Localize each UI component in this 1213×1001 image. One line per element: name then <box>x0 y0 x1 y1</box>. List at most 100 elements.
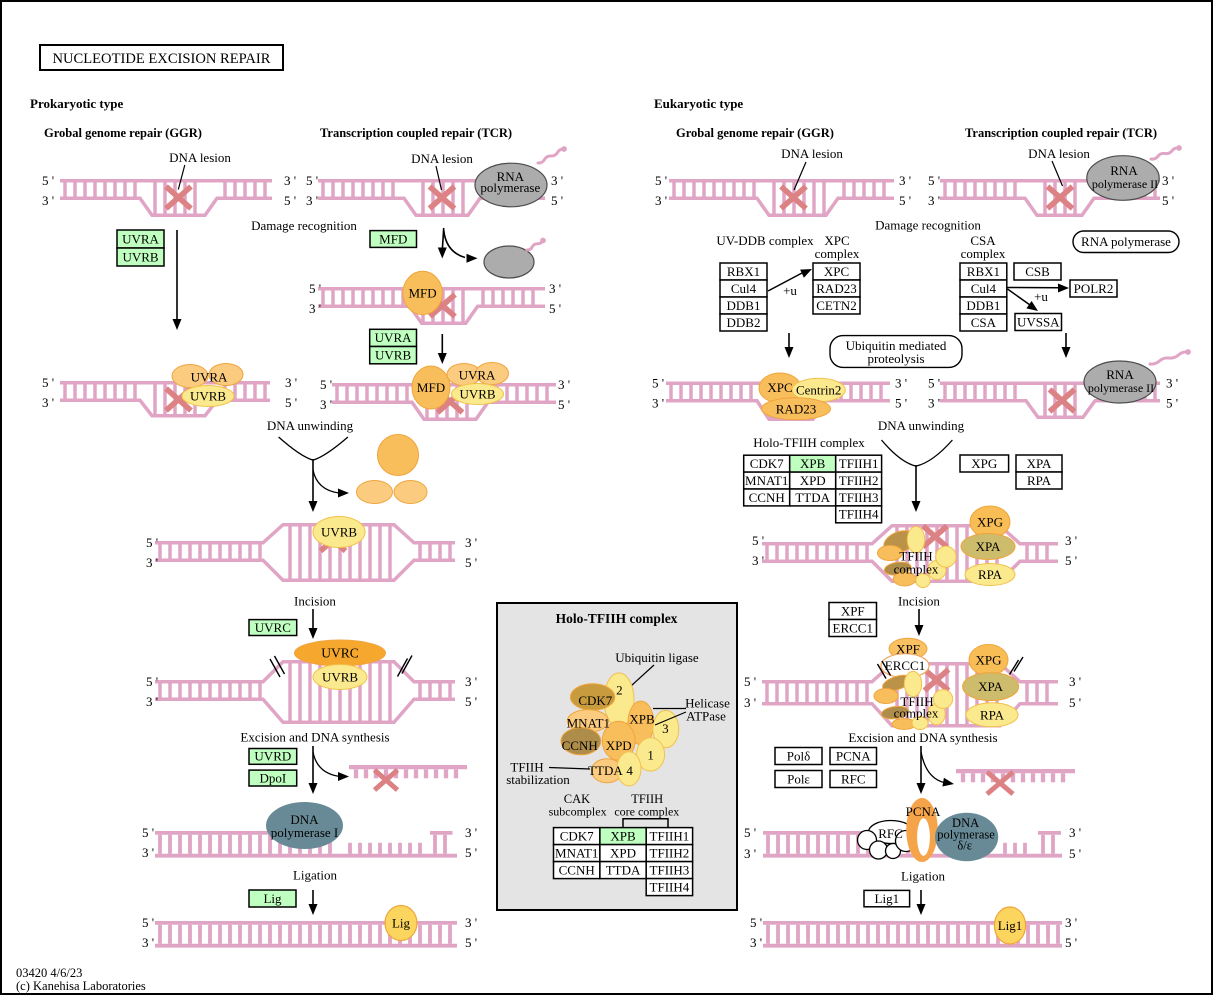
svg-text:XPA: XPA <box>976 539 1001 554</box>
svg-text:TFIIH4: TFIIH4 <box>839 507 879 522</box>
svg-text:5 ': 5 ' <box>895 396 907 411</box>
svg-text:UVRB: UVRB <box>321 525 357 540</box>
svg-text:UVSSA: UVSSA <box>1017 314 1060 329</box>
svg-text:5 ': 5 ' <box>744 674 756 689</box>
svg-text:3 ': 3 ' <box>652 396 664 411</box>
svg-text:MNAT1: MNAT1 <box>555 845 598 860</box>
svg-text:POLR2: POLR2 <box>1074 281 1114 296</box>
svg-text:TFIIH3: TFIIH3 <box>839 490 879 505</box>
svg-text:UVRB: UVRB <box>122 249 158 264</box>
svg-text:5 ': 5 ' <box>1069 695 1081 710</box>
svg-text:3 ': 3 ' <box>744 695 756 710</box>
svg-text:UVRA: UVRA <box>122 231 159 246</box>
svg-text:UVRA: UVRA <box>375 330 412 345</box>
svg-text:complex: complex <box>961 246 1006 261</box>
svg-text:5 ': 5 ' <box>306 173 318 188</box>
svg-text:5 ': 5 ' <box>142 915 154 930</box>
svg-text:XPD: XPD <box>606 738 632 753</box>
svg-text:(c) Kanehisa Laboratories: (c) Kanehisa Laboratories <box>16 979 146 993</box>
svg-text:RNA polymerase: RNA polymerase <box>1081 234 1171 249</box>
svg-text:CDK7: CDK7 <box>560 828 594 843</box>
svg-text:Grobal genome repair (GGR): Grobal genome repair (GGR) <box>676 126 834 140</box>
svg-text:XPG: XPG <box>977 515 1003 530</box>
svg-text:TFIIH1: TFIIH1 <box>650 828 690 843</box>
svg-text:UVRA: UVRA <box>191 370 228 385</box>
svg-text:3 ': 3 ' <box>899 173 911 188</box>
svg-text:polymerase II: polymerase II <box>1092 177 1158 191</box>
svg-text:3 ': 3 ' <box>1065 533 1077 548</box>
svg-text:5 ': 5 ' <box>928 376 940 391</box>
svg-text:CETN2: CETN2 <box>816 298 856 313</box>
svg-text:5 ': 5 ' <box>750 915 762 930</box>
svg-text:complex: complex <box>894 706 939 721</box>
svg-text:5 ': 5 ' <box>465 555 477 570</box>
svg-text:Lig1: Lig1 <box>875 891 900 906</box>
svg-text:CCNH: CCNH <box>559 862 595 877</box>
svg-text:UVRB: UVRB <box>322 670 358 685</box>
svg-text:3 ': 3 ' <box>42 395 54 410</box>
svg-text:Ligation: Ligation <box>293 868 338 883</box>
svg-text:5 ': 5 ' <box>752 533 764 548</box>
svg-text:Holo-TFIIH complex: Holo-TFIIH complex <box>556 611 678 626</box>
svg-text:5 ': 5 ' <box>285 395 297 410</box>
svg-text:3 ': 3 ' <box>551 173 563 188</box>
svg-text:MNAT1: MNAT1 <box>745 473 788 488</box>
svg-text:RFC: RFC <box>878 826 903 841</box>
svg-text:3 ': 3 ' <box>744 846 756 861</box>
svg-text:Transcription coupled repair (: Transcription coupled repair (TCR) <box>320 126 512 140</box>
svg-text:TFIIH2: TFIIH2 <box>650 845 690 860</box>
svg-text:3 ': 3 ' <box>1069 674 1081 689</box>
svg-text:TTDA: TTDA <box>795 490 830 505</box>
svg-text:5 ': 5 ' <box>465 845 477 860</box>
svg-text:CSB: CSB <box>1025 264 1050 279</box>
svg-text:RAD23: RAD23 <box>816 281 856 296</box>
svg-text:5 ': 5 ' <box>42 375 54 390</box>
svg-text:CCNH: CCNH <box>749 490 785 505</box>
svg-text:Lig: Lig <box>392 916 411 931</box>
svg-text:5 ': 5 ' <box>928 173 940 188</box>
svg-text:3 ': 3 ' <box>465 825 477 840</box>
svg-text:Excision and DNA synthesis: Excision and DNA synthesis <box>240 730 389 745</box>
svg-text:DNA lesion: DNA lesion <box>411 151 473 166</box>
svg-text:Transcription coupled repair (: Transcription coupled repair (TCR) <box>965 126 1157 140</box>
svg-text:UVRD: UVRD <box>254 749 291 764</box>
svg-text:XPB: XPB <box>800 456 826 471</box>
svg-text:5 ': 5 ' <box>1162 193 1174 208</box>
svg-text:Ubiquitin ligase: Ubiquitin ligase <box>615 650 699 665</box>
svg-text:+u: +u <box>1034 289 1048 304</box>
svg-text:5 ': 5 ' <box>1069 846 1081 861</box>
svg-text:RBX1: RBX1 <box>727 264 760 279</box>
svg-text:3 ': 3 ' <box>1065 915 1077 930</box>
svg-text:XPC: XPC <box>824 264 849 279</box>
svg-text:polymerase II: polymerase II <box>1088 381 1154 395</box>
svg-text:Eukaryotic type: Eukaryotic type <box>654 96 743 111</box>
svg-text:3 ': 3 ' <box>465 535 477 550</box>
svg-text:DDB1: DDB1 <box>966 298 1000 313</box>
svg-text:5 ': 5 ' <box>551 193 563 208</box>
svg-text:Incision: Incision <box>898 594 940 609</box>
svg-text:3 ': 3 ' <box>142 845 154 860</box>
svg-text:MFD: MFD <box>417 380 445 395</box>
svg-text:5 ': 5 ' <box>465 694 477 709</box>
svg-text:TFIIH3: TFIIH3 <box>650 862 690 877</box>
svg-text:Cul4: Cul4 <box>731 281 757 296</box>
svg-text:3 ': 3 ' <box>285 375 297 390</box>
svg-text:3 ': 3 ' <box>465 915 477 930</box>
svg-text:3 ': 3 ' <box>465 674 477 689</box>
svg-text:5 ': 5 ' <box>1065 553 1077 568</box>
svg-text:RPA: RPA <box>978 567 1003 582</box>
svg-text:subcomplex: subcomplex <box>549 805 607 819</box>
svg-text:Polε: Polε <box>787 771 810 786</box>
svg-text:RPA: RPA <box>1027 473 1052 488</box>
svg-text:DpoI: DpoI <box>259 770 286 785</box>
svg-text:5 ': 5 ' <box>899 193 911 208</box>
svg-text:Grobal genome repair (GGR): Grobal genome repair (GGR) <box>44 126 202 140</box>
svg-text:polymerase I: polymerase I <box>271 825 339 840</box>
svg-text:Ligation: Ligation <box>901 868 946 883</box>
svg-text:3 ': 3 ' <box>1069 825 1081 840</box>
svg-text:XPF: XPF <box>841 603 865 618</box>
svg-text:XPA: XPA <box>1027 456 1052 471</box>
svg-text:ERCC1: ERCC1 <box>833 620 873 635</box>
svg-text:CCNH: CCNH <box>562 738 598 753</box>
svg-text:5 ': 5 ' <box>320 377 332 392</box>
